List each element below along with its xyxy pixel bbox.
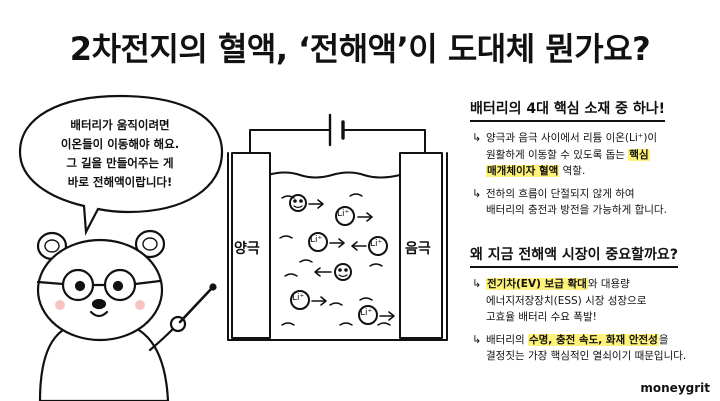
item-line: 전하의 흐름이 단절되지 않게 하여	[486, 187, 635, 200]
item-line: 결정짓는 가장 핵심적인 열쇠이기 때문입니다.	[486, 350, 687, 362]
ion-label: Li⁺	[292, 293, 305, 303]
list-item: ↳ 양극과 음극 사이에서 리튬 이온(Li⁺)이 원활하게 이동할 수 있도록…	[470, 130, 720, 180]
quokka-mascot-icon	[36, 229, 217, 401]
item-line: 배터리의 충전과 방전을 가능하게 합니다.	[486, 204, 667, 216]
highlight-text: 매개체이자 혈액	[486, 165, 560, 177]
text-run: 원활하게 이동할 수 있도록 돕는	[486, 148, 629, 161]
bubble-line: 배터리가 움직이려면	[70, 118, 170, 132]
ion-label: Li⁺	[370, 239, 383, 249]
item-line: 매개체이자 혈액 역할.	[486, 163, 720, 180]
corner-arrow-icon: ↳	[472, 131, 482, 144]
highlight-text: 수명, 충전 속도, 화재 안전성	[527, 333, 659, 346]
item-line: 에너지저장장치(ESS) 시장 성장으로	[486, 294, 647, 307]
ion-label: Li⁺	[310, 235, 323, 245]
brand-watermark: moneygrit	[640, 381, 710, 395]
item-line: 고효율 배터리 수요 폭발!	[486, 311, 597, 323]
corner-arrow-icon: ↳	[472, 332, 482, 346]
section-heading: 배터리의 4대 핵심 소재 중 하나!	[470, 98, 666, 122]
speech-bubble	[18, 94, 224, 236]
bubble-line: 그 길을 만들어주는 게	[66, 156, 174, 170]
text-run: 배터리의	[486, 333, 528, 346]
section-market-importance: 왜 지금 전해액 시장이 중요할까요? ↳ 전기차(EV) 보급 확대와 대용량…	[470, 244, 720, 365]
ion-label: Li⁺	[360, 308, 373, 318]
text-run: 을	[658, 333, 669, 346]
page-title: 2차전지의 혈액, ‘전해액’이 도대체 뭔가요?	[69, 30, 651, 68]
list-item: ↳ 배터리의 수명, 충전 속도, 화재 안전성을 결정짓는 가장 핵심적인 열…	[470, 332, 720, 365]
electrolyte-cell-diagram	[227, 113, 448, 341]
speech-bubble-text: 배터리가 움직이려면 이온들이 이동해야 해요. 그 길을 만들어주는 게 바로…	[40, 116, 200, 192]
corner-arrow-icon: ↳	[472, 277, 482, 290]
list-item: ↳ 전하의 흐름이 단절되지 않게 하여 배터리의 충전과 방전을 가능하게 합…	[470, 186, 720, 219]
highlight-text: 핵심	[628, 148, 650, 161]
section-heading: 왜 지금 전해액 시장이 중요할까요?	[470, 244, 678, 268]
item-line: 원활하게 이동할 수 있도록 돕는 핵심	[486, 147, 720, 164]
item-line: 전기차(EV) 보급 확대와 대용량	[486, 276, 720, 293]
highlight-text: 전기차(EV) 보급 확대	[486, 278, 588, 290]
corner-arrow-icon: ↳	[472, 186, 482, 200]
cathode-label: 음극	[405, 241, 431, 257]
section-core-material: 배터리의 4대 핵심 소재 중 하나! ↳ 양극과 음극 사이에서 리튬 이온(…	[470, 98, 720, 219]
text-run: 와 대용량	[587, 278, 630, 290]
anode-label: 양극	[234, 241, 260, 257]
bubble-line: 이온들이 이동해야 해요.	[60, 137, 180, 151]
ion-label: Li⁺	[337, 209, 350, 219]
item-line: 양극과 음극 사이에서 리튬 이온(Li⁺)이	[486, 132, 658, 144]
text-run: 역할.	[559, 165, 586, 177]
item-line: 배터리의 수명, 충전 속도, 화재 안전성을	[486, 332, 720, 349]
list-item: ↳ 전기차(EV) 보급 확대와 대용량 에너지저장장치(ESS) 시장 성장으…	[470, 276, 720, 326]
bubble-line: 바로 전해액이랍니다!	[67, 175, 173, 189]
